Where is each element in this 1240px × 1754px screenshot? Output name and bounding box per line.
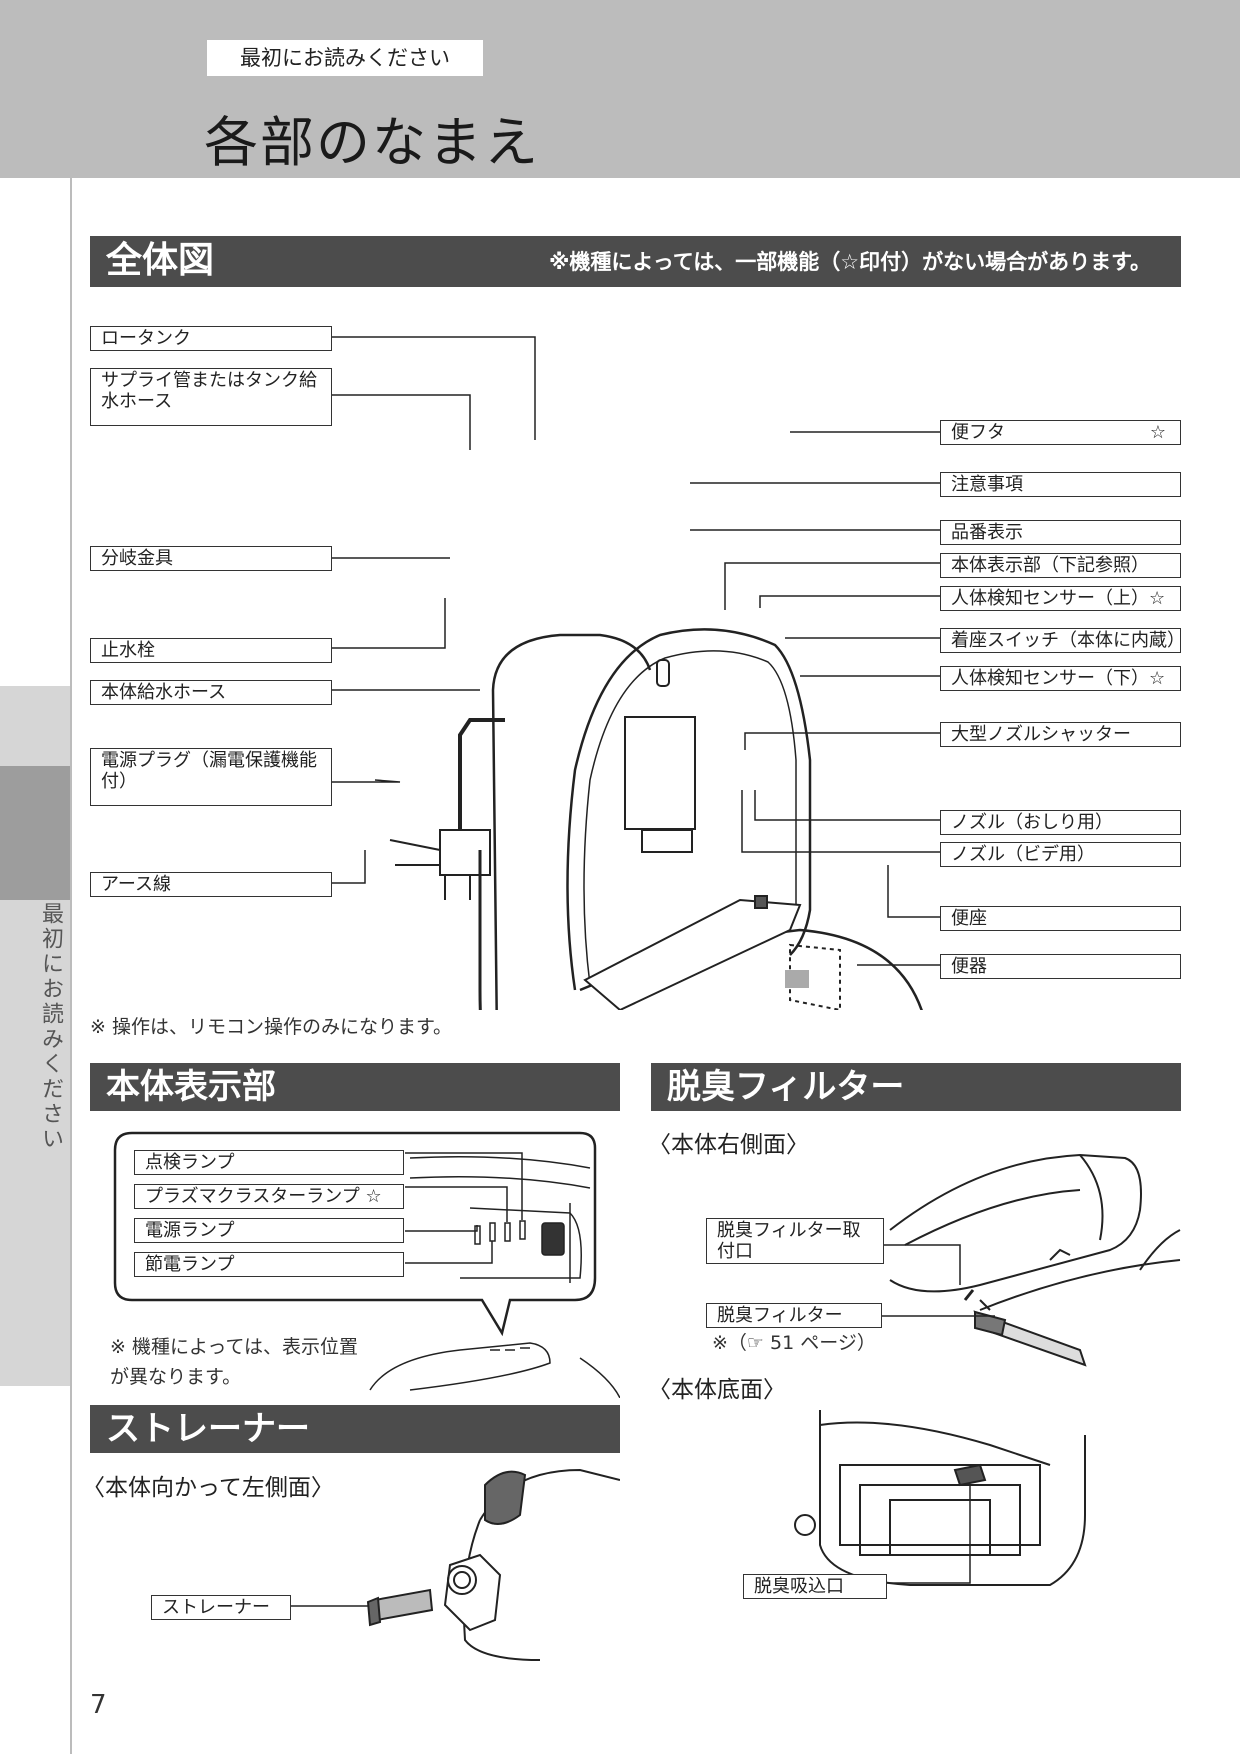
label-ground-wire: アース線 (90, 872, 332, 897)
filter-section-title: 脱臭フィルター (667, 1067, 905, 1107)
label-deodorize-intake: 脱臭吸込口 (743, 1574, 887, 1599)
overall-section-bar: 全体図 ※機種によっては、一部機能（☆印付）がない場合があります。 (90, 236, 1181, 287)
label-low-tank: ロータンク (90, 326, 332, 351)
label-power-plug: 電源プラグ（漏電保護機能付） (90, 748, 332, 806)
label-strainer: ストレーナー (151, 1595, 291, 1620)
read-first-kicker: 最初にお読みください (207, 40, 483, 76)
overall-section-title: 全体図 (106, 240, 215, 281)
strainer-view-caption: 〈本体向かって左側面〉 (82, 1475, 334, 1501)
label-filter-mount: 脱臭フィルター取付口 (706, 1218, 884, 1264)
strainer-section-title: ストレーナー (106, 1409, 310, 1449)
overall-footnote: ※ 操作は、リモコン操作のみになります。 (90, 1016, 453, 1038)
filter-page-ref: ※（☞ 51 ページ） (712, 1332, 876, 1354)
label-sensor-lower: 人体検知センサー（下）☆ (940, 666, 1181, 691)
page-number: 7 (90, 1690, 107, 1720)
label-bowl: 便器 (940, 954, 1181, 979)
side-tab-body (0, 900, 70, 1386)
label-nozzle-rear: ノズル（おしり用） (940, 810, 1181, 835)
label-lid: 便フタ☆ (940, 420, 1181, 445)
side-tab-label: 最初にお読みください (38, 902, 63, 1152)
display-section-bar: 本体表示部 (90, 1063, 620, 1111)
strainer-diagram (280, 1468, 620, 1661)
label-nozzle-bidet: ノズル（ビデ用） (940, 842, 1181, 867)
side-tab-active (0, 766, 70, 900)
strainer-section-bar: ストレーナー (90, 1405, 620, 1453)
label-caution: 注意事項 (940, 472, 1181, 497)
filter-bottom-diagram (794, 1410, 1086, 1586)
label-eco-lamp: 節電ランプ (134, 1252, 404, 1277)
label-model-number: 品番表示 (940, 520, 1181, 545)
label-supply-hose: サプライ管またはタンク給水ホース (90, 368, 332, 426)
label-seat: 便座 (940, 906, 1181, 931)
label-stop-valve: 止水栓 (90, 638, 332, 663)
label-main-supply-hose: 本体給水ホース (90, 680, 332, 705)
filter-right-view-caption: 〈本体右側面〉 (648, 1132, 809, 1158)
filter-section-bar: 脱臭フィルター (651, 1063, 1181, 1111)
label-check-lamp: 点検ランプ (134, 1150, 404, 1175)
label-nozzle-shutter: 大型ノズルシャッター (940, 722, 1181, 747)
overall-note: ※機種によっては、一部機能（☆印付）がない場合があります。 (548, 250, 1151, 274)
label-branch-fitting: 分岐金具 (90, 546, 332, 571)
label-sensor-upper: 人体検知センサー（上）☆ (940, 586, 1181, 611)
display-section-title: 本体表示部 (106, 1067, 276, 1107)
page-title: 各部のなまえ (204, 111, 540, 174)
label-filter: 脱臭フィルター (706, 1303, 882, 1328)
side-divider (70, 178, 72, 1754)
label-body-display: 本体表示部（下記参照） (940, 553, 1181, 578)
star-mark: ☆ (1149, 422, 1166, 443)
side-tab-top (0, 686, 70, 766)
display-note: ※ 機種によっては、表示位置が異なります。 (110, 1336, 359, 1388)
filter-bottom-view-caption: 〈本体底面〉 (648, 1377, 786, 1403)
header-band (0, 0, 1240, 178)
toilet-diagram (332, 336, 940, 1010)
label-seat-switch: 着座スイッチ（本体に内蔵） (940, 628, 1185, 653)
label-plasma-lamp: プラズマクラスターランプ ☆ (134, 1184, 404, 1209)
label-power-lamp: 電源ランプ (134, 1218, 404, 1243)
filter-side-diagram (810, 1153, 1181, 1367)
